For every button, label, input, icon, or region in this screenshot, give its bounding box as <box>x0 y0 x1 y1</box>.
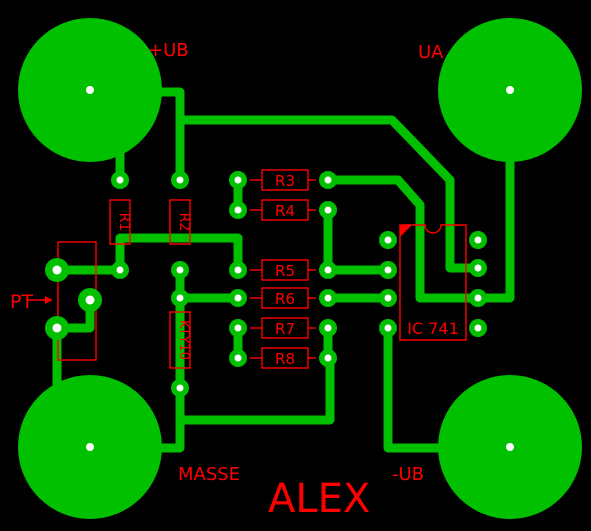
label-r3: R3 <box>275 172 295 190</box>
ic-outline <box>399 224 467 341</box>
board-title: ALEX <box>268 476 370 522</box>
label-r4: R4 <box>275 202 295 220</box>
label-plus-ub: +UB <box>148 40 189 61</box>
labels: +UB UA MASSE -UB PT ALEX R1 R2 KTY10 R3 … <box>10 40 459 522</box>
label-ua: UA <box>418 42 444 63</box>
terminal-pads <box>18 18 582 519</box>
trace-masse-pad <box>155 415 185 453</box>
label-pt: PT <box>10 291 33 313</box>
label-r5: R5 <box>275 262 295 280</box>
label-r6: R6 <box>275 290 295 308</box>
label-r1: R1 <box>116 213 132 232</box>
r2-outline <box>169 199 191 245</box>
trace-r1-r5 <box>115 233 243 275</box>
trace-masse-r8 <box>175 353 335 425</box>
kty-outline <box>169 311 191 369</box>
trace-ic4-minus-ub <box>383 323 465 453</box>
label-r8: R8 <box>275 350 295 368</box>
drill-hole <box>86 443 94 451</box>
drill-hole <box>506 86 514 94</box>
r1-outline <box>109 199 131 245</box>
trace-r2-r6 <box>175 265 243 303</box>
component-pads <box>45 171 487 397</box>
label-masse: MASSE <box>178 464 240 485</box>
label-r2: R2 <box>176 213 192 232</box>
trace-plus-ub-r2 <box>150 87 185 185</box>
label-minus-ub: -UB <box>392 464 424 485</box>
drill-hole <box>506 443 514 451</box>
label-ic: IC 741 <box>407 319 459 338</box>
trace-r3-ic6 <box>323 175 483 303</box>
trace-rail-ic7 <box>175 115 483 273</box>
drill-hole <box>86 86 94 94</box>
silkscreen <box>28 169 467 369</box>
label-r7: R7 <box>275 320 295 338</box>
ic-pin1-marker <box>400 225 412 237</box>
label-kty: KTY10 <box>176 320 191 360</box>
